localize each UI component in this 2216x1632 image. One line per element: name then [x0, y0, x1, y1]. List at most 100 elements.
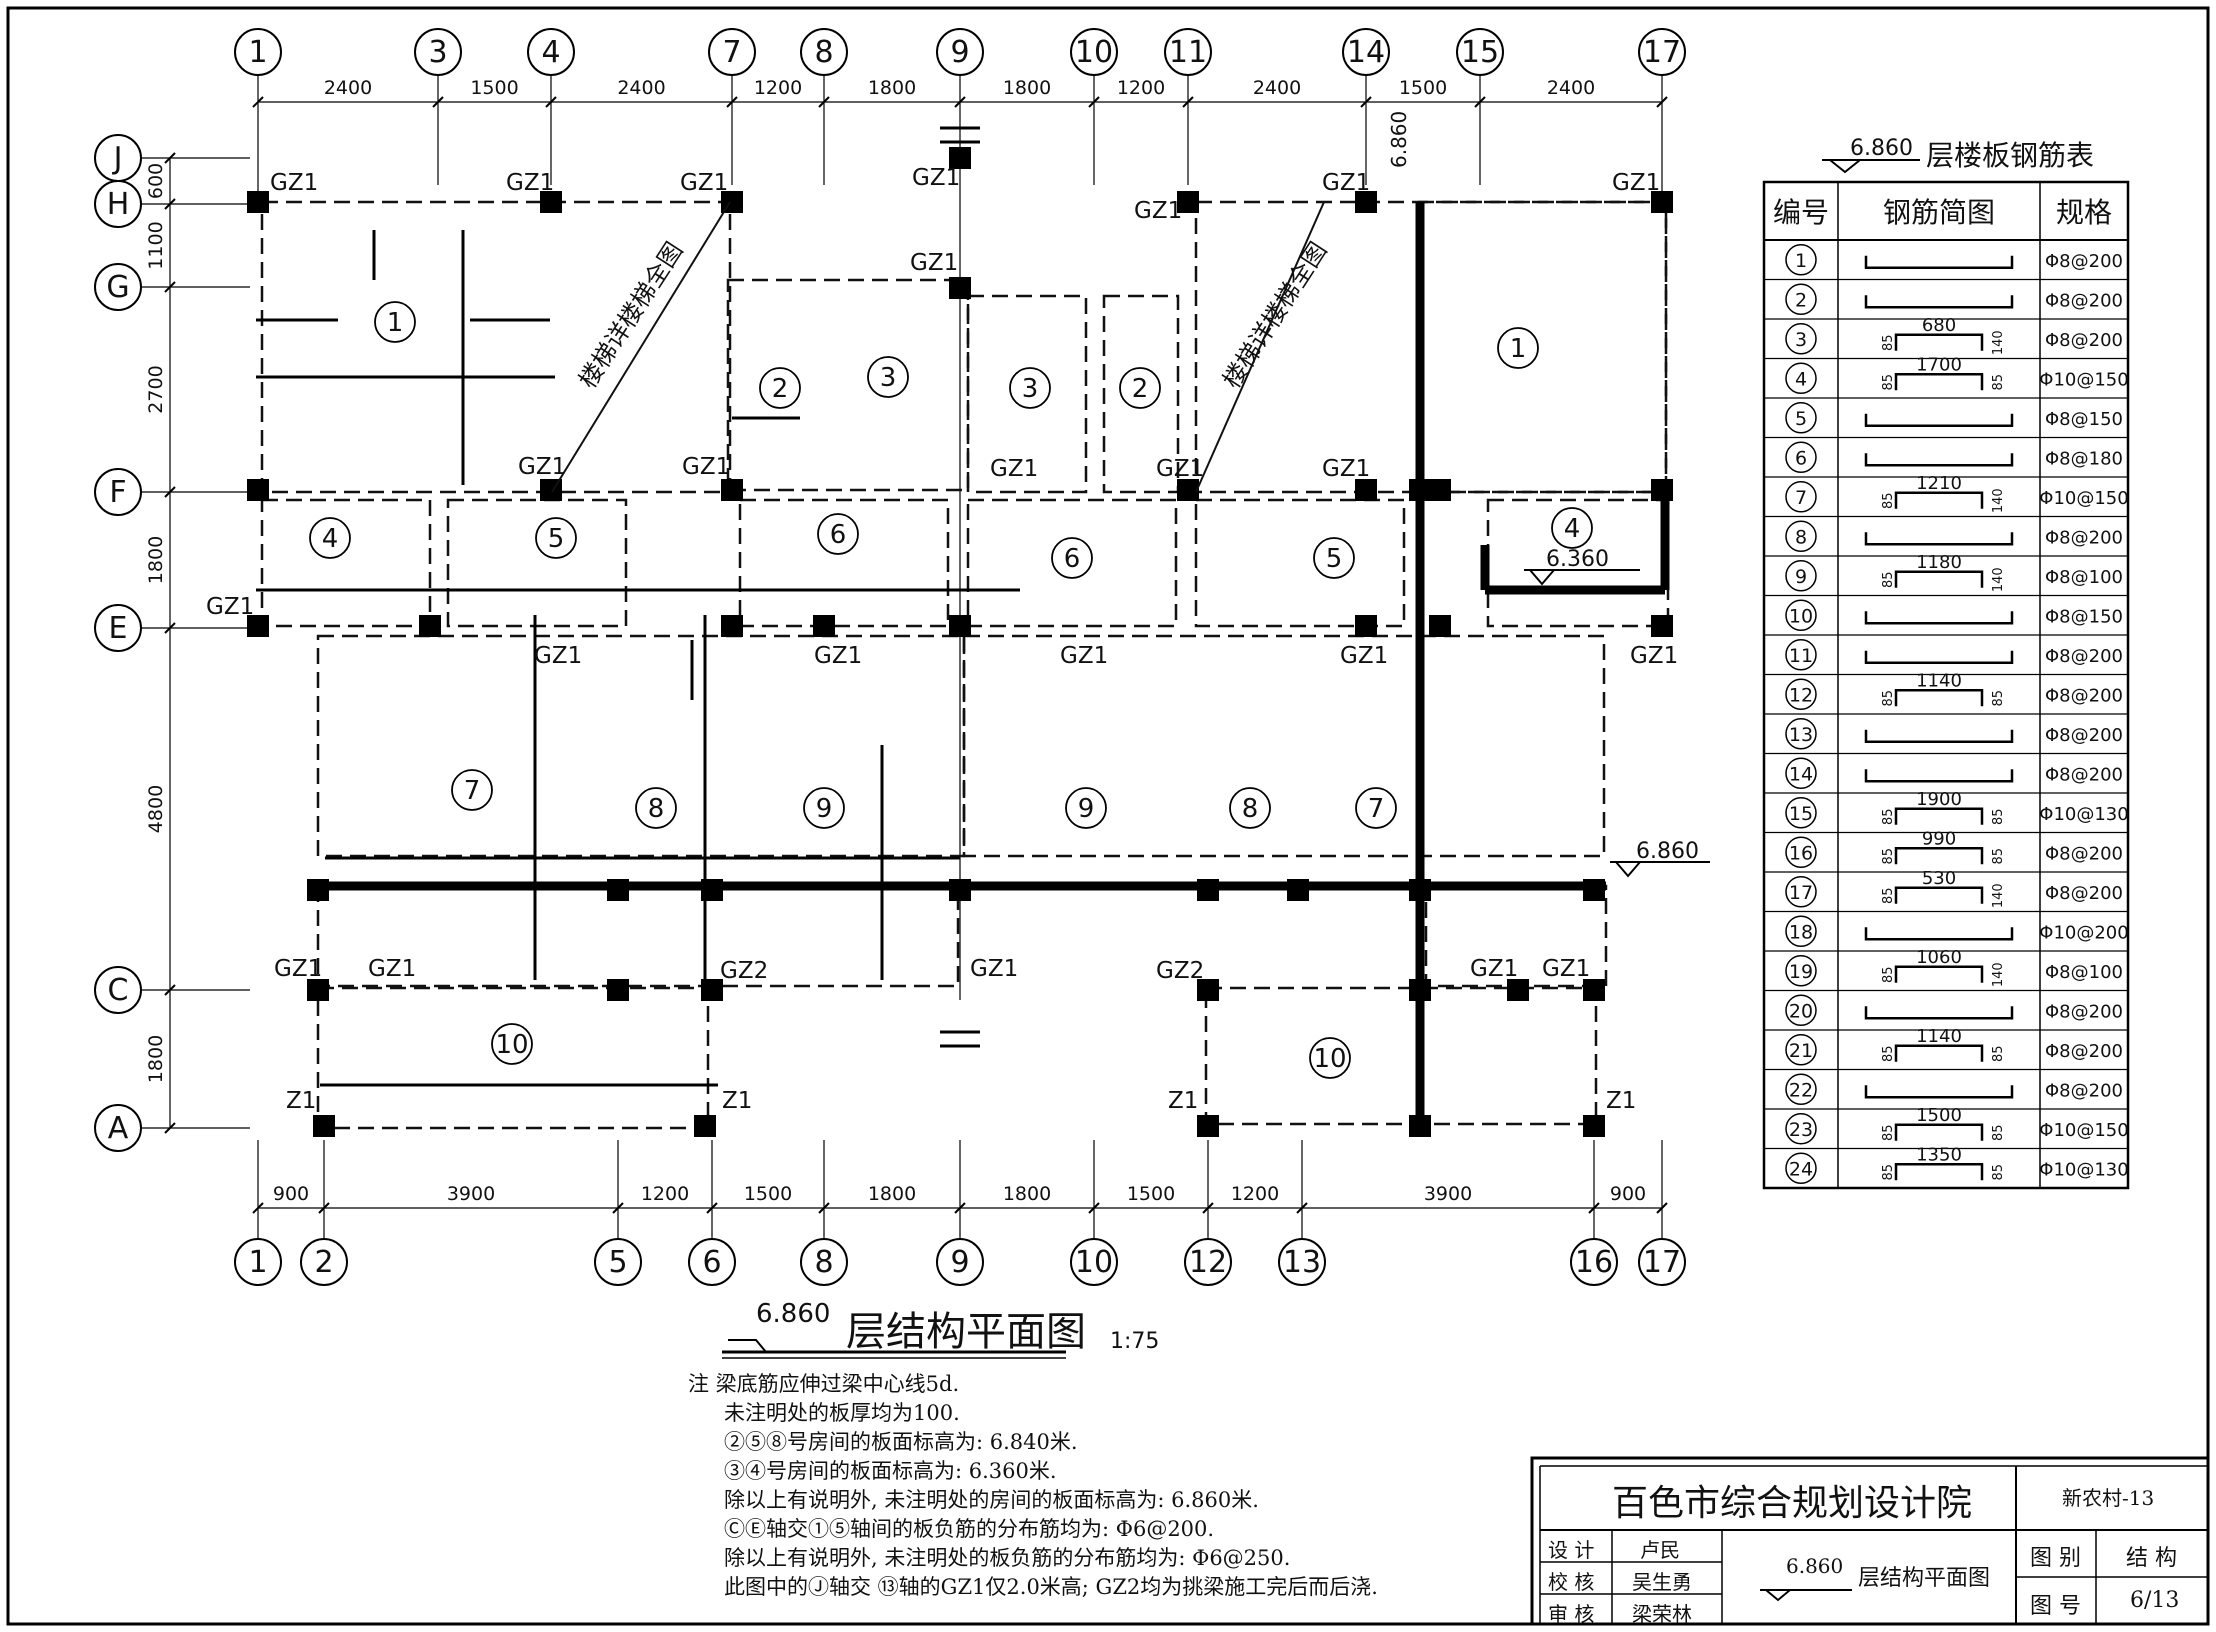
column-31 — [1583, 879, 1605, 901]
column-label-gz1: GZ1 — [1542, 956, 1590, 982]
rebar-length: 990 — [1922, 828, 1956, 849]
rebar-length: 1500 — [1916, 1105, 1962, 1126]
stair-note-right: 楼梯详楼梯全图 — [1218, 237, 1333, 393]
axis-bubble-top-15-label: 15 — [1461, 35, 1499, 70]
column-21 — [1355, 615, 1377, 637]
rebar-right-leg: 85 — [1991, 1045, 2006, 1062]
rebar-table-title-elev: 6.860 — [1850, 136, 1913, 161]
rebar-row-no: 24 — [1789, 1158, 1813, 1180]
axis-bubble-bottom-12-label: 12 — [1189, 1245, 1227, 1280]
axis-bubble-bottom-6: 6 — [688, 1238, 736, 1286]
rebar-spec: Φ8@200 — [2045, 527, 2123, 548]
svg-text:7: 7 — [1368, 794, 1385, 824]
room-number-10: 10 — [491, 1023, 533, 1065]
elevation-6360-mark: 6.360 — [1524, 547, 1640, 586]
name-review: 梁荣林 — [1632, 1602, 1692, 1626]
column-label-gz1: GZ1 — [206, 594, 254, 620]
svg-text:3: 3 — [880, 363, 897, 393]
rebar-right-leg: 85 — [1991, 374, 2006, 391]
rebar-spec: Φ8@180 — [2045, 448, 2123, 469]
rebar-spec: Φ8@200 — [2045, 725, 2123, 746]
rebar-shape-hook — [1864, 453, 2014, 467]
axis-bubble-bottom-5-label: 5 — [608, 1245, 627, 1280]
column-label-gz1: GZ1 — [912, 165, 960, 191]
svg-text:8: 8 — [1242, 794, 1259, 824]
note-line: ⒸⒺ轴交①⑤轴间的板负筋的分布筋均为: Φ6@200. — [724, 1517, 1215, 1541]
rebar-spec: Φ10@150 — [2039, 1120, 2128, 1141]
top-dim-3: 1200 — [754, 77, 802, 99]
axis-bubble-row-J: J — [94, 134, 142, 182]
top-dim-7: 2400 — [1253, 77, 1301, 99]
break-marks — [940, 126, 980, 1048]
rebar-row-no: 11 — [1789, 645, 1813, 667]
rebar-spec: Φ10@150 — [2039, 488, 2128, 509]
column-4 — [949, 277, 971, 299]
rebar-right-leg: 85 — [1991, 1124, 2006, 1141]
stair-note-left: 楼梯详楼梯全图 — [574, 237, 689, 393]
axis-bubble-row-H: H — [94, 180, 142, 228]
rebar-spec: Φ8@200 — [2045, 685, 2123, 706]
plan-title-elev: 6.860 — [756, 1299, 830, 1329]
axis-bubble-bottom-5: 5 — [594, 1238, 642, 1286]
drawing-name: 层结构平面图 — [1858, 1566, 1991, 1591]
rebar-row-no: 3 — [1795, 329, 1807, 351]
column-39 — [313, 1115, 335, 1137]
rebar-length: 680 — [1922, 315, 1956, 336]
column-label-gz2: GZ2 — [720, 958, 768, 984]
column-label-gz1: GZ1 — [274, 956, 322, 982]
rebar-row-no: 23 — [1789, 1119, 1813, 1141]
column-36 — [1409, 979, 1431, 1001]
note-line: ②⑤⑧号房间的板面标高为: 6.840米. — [724, 1430, 1078, 1454]
column-label-gz1: GZ1 — [680, 170, 728, 196]
left-dim-1: 1100 — [145, 221, 167, 269]
svg-text:9: 9 — [1078, 794, 1095, 824]
svg-text:9: 9 — [816, 794, 833, 824]
rebar-left-leg: 85 — [1881, 966, 1896, 983]
axis-bubble-top-4: 4 — [527, 28, 575, 76]
rebar-left-leg: 85 — [1881, 848, 1896, 865]
rebar-spec: Φ8@100 — [2045, 567, 2123, 588]
bottom-dim-9: 900 — [1610, 1183, 1646, 1205]
left-dim-2: 2700 — [145, 365, 167, 413]
rebar-shape-bent — [1894, 373, 1984, 391]
svg-text:4: 4 — [1564, 514, 1581, 544]
role-design: 设 计 — [1548, 1538, 1595, 1562]
rebar-lines — [256, 230, 1020, 1087]
axis-bubble-top-9: 9 — [936, 28, 984, 76]
rebar-right-leg: 140 — [1991, 488, 2006, 513]
room-number-1: 1 — [374, 301, 416, 343]
rebar-shape-hook — [1864, 769, 2014, 783]
role-check: 校 核 — [1548, 1570, 1595, 1594]
column-32 — [307, 979, 329, 1001]
column-40 — [694, 1115, 716, 1137]
rebar-spec: Φ10@130 — [2039, 804, 2128, 825]
axis-bubble-row-E-label: E — [109, 611, 128, 646]
column-22 — [1429, 615, 1451, 637]
bottom-dim-7: 1200 — [1231, 1183, 1279, 1205]
room-number-4: 4 — [309, 517, 351, 559]
axis-bubble-bottom-13: 13 — [1278, 1238, 1326, 1286]
note-line: 此图中的Ⓙ轴交 ⑬轴的GZ1仅2.0米高; GZ2均为挑梁施工完后而后浇. — [724, 1575, 1378, 1599]
column-5 — [1177, 191, 1199, 213]
top-dim-8: 1500 — [1399, 77, 1447, 99]
left-dim-4: 4800 — [145, 785, 167, 833]
note-line: 除以上有说明外, 未注明处的板负筋的分布筋均为: Φ6@250. — [724, 1546, 1291, 1570]
rebar-shape-bent — [1894, 847, 1984, 865]
drawing-elev: 6.860 — [1786, 1554, 1844, 1578]
axis-bubble-top-17: 17 — [1638, 28, 1686, 76]
axis-bubble-top-11-label: 11 — [1169, 35, 1207, 70]
rebar-row-no: 21 — [1789, 1040, 1813, 1062]
rebar-row-no: 2 — [1795, 289, 1807, 311]
svg-text:5: 5 — [1326, 544, 1343, 574]
rebar-row-no: 10 — [1789, 605, 1813, 627]
plan-title-scale: 1:75 — [1110, 1329, 1159, 1354]
